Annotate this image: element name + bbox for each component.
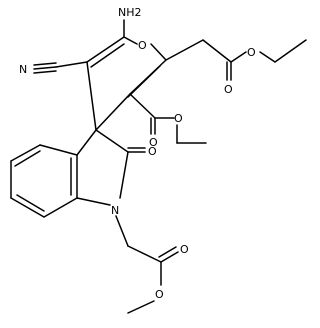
bond-c5-spiro — [95, 93, 131, 131]
bond-ch2-co — [127, 245, 162, 263]
bond-nitrile-triple-2 — [33, 62, 57, 66]
bond-c5-carbonyl — [129, 93, 156, 119]
bond-co-o-double-1 — [160, 251, 179, 263]
atom-ring-o-label: O — [138, 39, 147, 52]
bond-n-ch2 — [115, 215, 129, 247]
bond-o1-c6 — [150, 43, 167, 61]
bond-c6-c7 — [10, 197, 45, 218]
bond-carbonyl-oether — [230, 51, 247, 63]
atom-lactam-n-label: N — [111, 204, 119, 217]
bond-c6-c7-double — [16, 194, 45, 212]
bond-c7-c7a — [43, 197, 78, 218]
bond-c2-o1 — [123, 36, 138, 45]
atom-amino-label: NH2 — [118, 6, 142, 19]
bond-c4-c5-double — [14, 150, 41, 167]
bond-oether-ch2 — [259, 51, 276, 63]
bond-ch2-carbonyl — [202, 39, 232, 63]
bond-c2prime-n — [119, 151, 129, 199]
bond-c4-c5 — [10, 144, 41, 162]
atom-methyl-ester-carbonyl-o-label: O — [180, 243, 189, 256]
bond-co-o-double-2 — [158, 246, 177, 258]
atom-ester-ring-ether-o-label: O — [174, 112, 183, 125]
atom-lactam-o-label: O — [148, 145, 157, 158]
bond-nitrile-triple-1 — [33, 66, 57, 70]
bond-spiro-c3 — [86, 61, 97, 131]
bond-c7a-n — [76, 197, 111, 206]
bond-c3a-c4 — [39, 144, 78, 156]
bond-c6-c5-double — [127, 65, 161, 98]
atom-methyl-ester-ether-o-label: O — [155, 288, 164, 301]
bond-c3-c2-double — [90, 43, 125, 68]
atom-ester-ring-carbonyl-o-label: O — [149, 136, 158, 149]
bond-nitrile-triple-3 — [33, 70, 57, 74]
bond-oether-ch3 — [127, 300, 155, 314]
bond-c3-cn — [55, 61, 88, 68]
bond-c3-c2 — [86, 36, 125, 63]
atom-nitrile-n-label: N — [19, 63, 27, 76]
bond-c6-ch2 — [165, 39, 204, 61]
atom-ester-side-ether-o-label: O — [247, 46, 256, 59]
atom-ester-side-carbonyl-o-label: O — [224, 83, 233, 96]
bond-spiro-c3a — [76, 129, 97, 156]
bond-ch2-ch3 — [274, 39, 307, 63]
bond-spiro-c2prime — [95, 129, 129, 153]
